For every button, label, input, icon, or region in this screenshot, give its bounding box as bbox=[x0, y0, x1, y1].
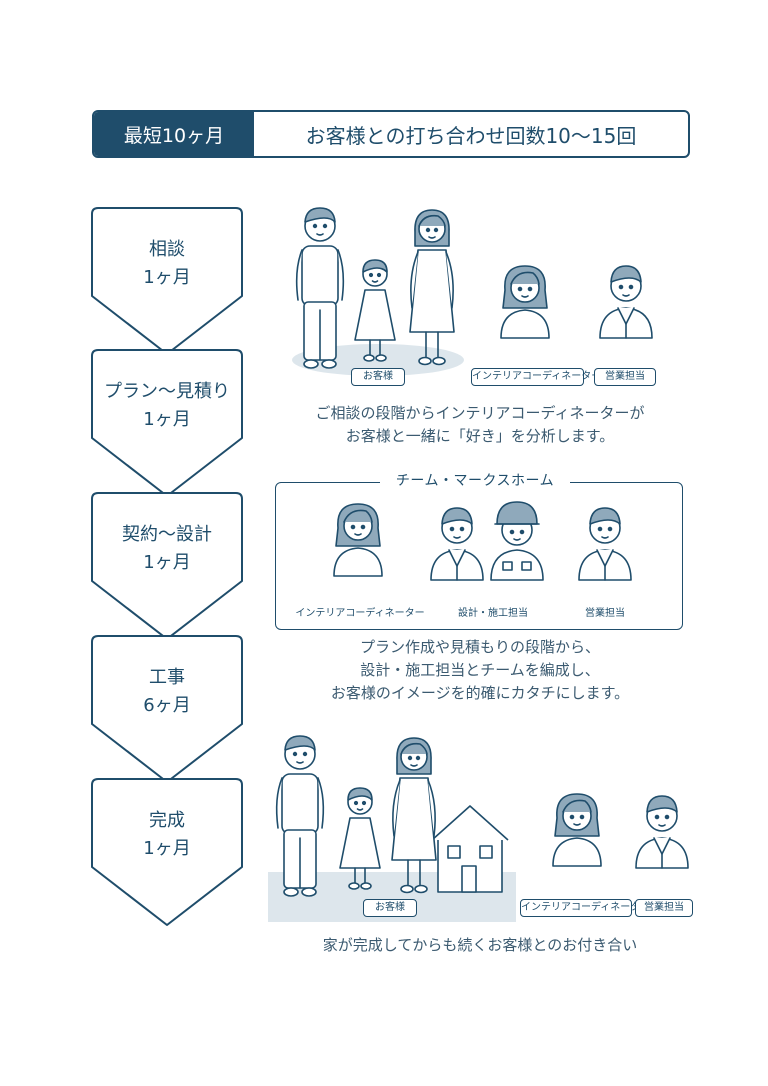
step-chevron-2 bbox=[91, 349, 243, 497]
team-label-design: 設計・施工担当 bbox=[458, 608, 528, 619]
section2-caption-line-1: プラン作成や見積もりの段階から、 bbox=[359, 638, 600, 656]
coordinator-tag: インテリアコーディネーター bbox=[471, 368, 601, 386]
summary-header: 最短10ヶ月 お客様との打ち合わせ回数10〜15回 bbox=[92, 110, 690, 158]
house-icon bbox=[431, 805, 509, 893]
completion-coordinator-figure bbox=[552, 793, 602, 867]
step-2: プラン〜見積り 1ヶ月 bbox=[92, 378, 242, 434]
step-5-duration: 1ヶ月 bbox=[143, 838, 191, 859]
sales-tag: 営業担当 bbox=[594, 368, 656, 386]
step-3-name: 契約〜設計 bbox=[122, 524, 212, 545]
completion-sales-tag: 営業担当 bbox=[635, 899, 693, 917]
step-4: 工事 6ヶ月 bbox=[92, 664, 242, 720]
step-5-name: 完成 bbox=[149, 810, 185, 831]
completion-father-figure bbox=[275, 735, 325, 897]
step-4-name: 工事 bbox=[149, 667, 185, 688]
section3-caption: 家が完成してからも続くお客様とのお付き合い bbox=[322, 936, 638, 954]
mother-figure bbox=[409, 209, 455, 366]
team-title: チーム・マークスホーム bbox=[380, 470, 570, 490]
team-label-sales: 営業担当 bbox=[585, 608, 625, 619]
meeting-count: お客様との打ち合わせ回数10〜15回 bbox=[305, 123, 637, 148]
interior-coordinator-figure bbox=[500, 265, 550, 339]
sales-rep-figure bbox=[599, 265, 653, 339]
completion-coordinator-tag: インテリアコーディネーター bbox=[520, 899, 650, 917]
total-duration: 最短10ヶ月 bbox=[94, 112, 254, 156]
completion-mother-figure bbox=[391, 737, 437, 894]
step-1-duration: 1ヶ月 bbox=[143, 267, 191, 288]
step-2-name: プラン〜見積り bbox=[104, 381, 230, 402]
step-chevron-4 bbox=[91, 635, 243, 783]
step-4-duration: 6ヶ月 bbox=[143, 695, 191, 716]
step-2-duration: 1ヶ月 bbox=[143, 409, 191, 430]
customer-tag: お客様 bbox=[351, 368, 405, 386]
completion-customer-tag: お客様 bbox=[363, 899, 417, 917]
step-chevron-3 bbox=[91, 492, 243, 640]
section1-caption: ご相談の段階からインテリアコーディネーターが お客様と一緒に「好き」を分析します… bbox=[270, 402, 690, 448]
section1-caption-line-1: ご相談の段階からインテリアコーディネーターが bbox=[315, 404, 645, 422]
section1-caption-line-2: お客様と一緒に「好き」を分析します。 bbox=[345, 427, 615, 445]
step-1: 相談 1ヶ月 bbox=[92, 236, 242, 292]
step-5: 完成 1ヶ月 bbox=[92, 807, 242, 863]
completion-sales-figure bbox=[635, 795, 689, 869]
step-1-name: 相談 bbox=[149, 239, 185, 260]
team-label-coordinator: インテリアコーディネーター bbox=[295, 608, 425, 619]
section2-caption: プラン作成や見積もりの段階から、 設計・施工担当とチームを編成し、 お客様のイメ… bbox=[270, 636, 690, 705]
step-chevron-1 bbox=[91, 207, 243, 355]
step-3-duration: 1ヶ月 bbox=[143, 552, 191, 573]
step-3: 契約〜設計 1ヶ月 bbox=[92, 521, 242, 577]
father-figure bbox=[295, 207, 345, 369]
section2-caption-line-2: 設計・施工担当とチームを編成し、 bbox=[360, 661, 600, 679]
step-chevron-5 bbox=[91, 778, 243, 926]
section2-caption-line-3: お客様のイメージを的確にカタチにします。 bbox=[330, 684, 630, 702]
